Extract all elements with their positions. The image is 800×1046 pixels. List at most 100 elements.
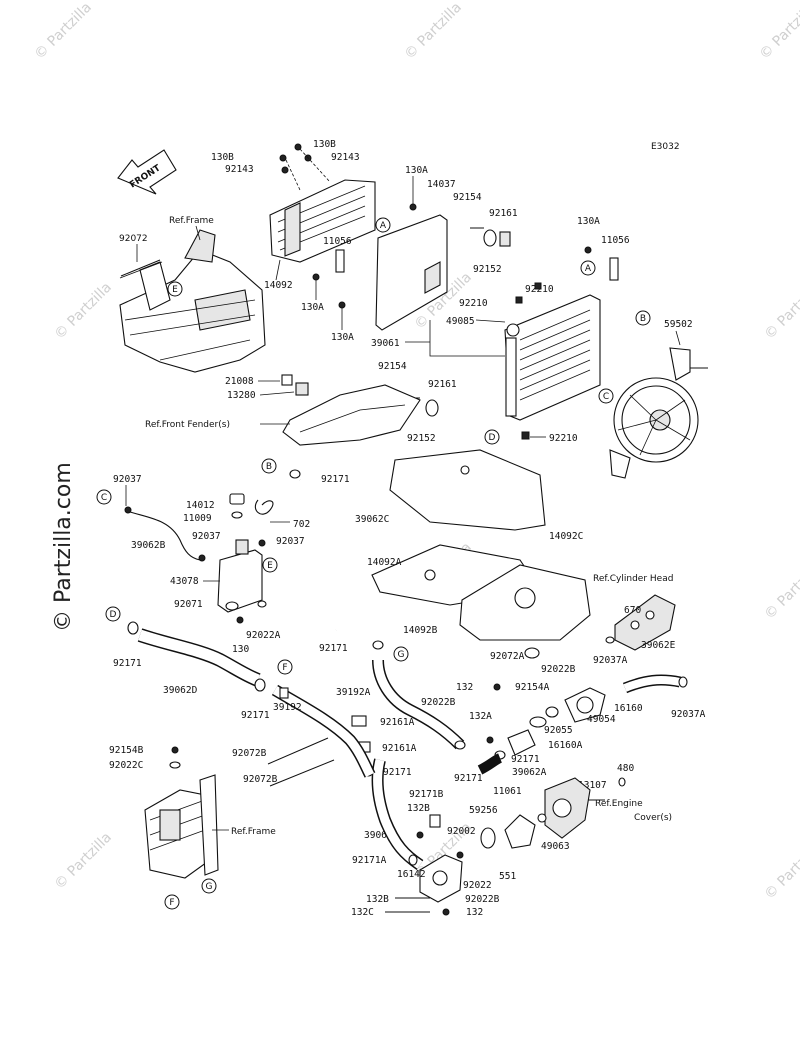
- label-39062C: 39062C: [355, 514, 389, 525]
- svg-text:F: F: [169, 898, 174, 908]
- label-13107: 13107: [578, 780, 607, 791]
- label-92171B: 92171B: [409, 789, 444, 800]
- label-92002: 92002: [447, 826, 476, 837]
- label-130B-1: 130B: [211, 152, 234, 163]
- label-39062A: 39062A: [512, 767, 547, 778]
- callout-F-1: F: [277, 659, 293, 675]
- label-92171-2: 92171: [113, 658, 142, 669]
- label-14092: 14092: [264, 280, 293, 291]
- label-59256: 59256: [469, 805, 498, 816]
- label-480: 480: [617, 763, 634, 774]
- label-92143-2: 92143: [331, 152, 360, 163]
- callout-C-2: C: [96, 489, 112, 505]
- cylinder-head: [614, 594, 676, 651]
- label-92072B-1: 92072B: [232, 748, 267, 759]
- label-14037: 14037: [427, 179, 456, 190]
- label-670: 670: [624, 605, 641, 616]
- label-92037-1: 92037: [113, 474, 142, 485]
- label-132A: 132A: [469, 711, 492, 722]
- label-92143-1: 92143: [225, 164, 254, 175]
- label-92171-8: 92171: [454, 773, 483, 784]
- label-14092A: 14092A: [367, 557, 402, 568]
- label-130A-1: 130A: [405, 165, 428, 176]
- label-92022B-2: 92022B: [421, 697, 456, 708]
- label-92022B-1: 92022B: [541, 664, 576, 675]
- label-92022A: 92022A: [246, 630, 281, 641]
- callout-A-1: A: [375, 217, 391, 233]
- svg-text:B: B: [266, 462, 272, 472]
- label-551: 551: [499, 871, 516, 882]
- label-14012: 14012: [186, 500, 215, 511]
- label-11056-2: 11056: [601, 235, 630, 246]
- svg-text:F: F: [282, 663, 287, 673]
- label-92072B-2: 92072B: [243, 774, 278, 785]
- callout-D-1: D: [484, 429, 500, 445]
- skid-plate-14092C: [389, 449, 546, 531]
- label-130A-3: 130A: [331, 332, 354, 343]
- callout-A-2: A: [580, 260, 596, 276]
- label-92171-6: 92171: [383, 767, 412, 778]
- watermark-layer: © Partzilla © Partzilla © Partzilla © Pa…: [32, 0, 800, 903]
- callout-E-1: E: [167, 281, 183, 297]
- callout-C-1: C: [598, 388, 614, 404]
- label-11056-1: 11056: [323, 236, 352, 247]
- label-39061: 39061: [371, 338, 400, 349]
- label-21008: 21008: [225, 376, 254, 387]
- label-92161-2: 92161: [428, 379, 457, 390]
- watermark-9: © Partzilla: [52, 829, 115, 892]
- label-92161-1: 92161: [489, 208, 518, 219]
- label-39192: 39192: [273, 702, 302, 713]
- watermark-11: © Partzilla: [762, 839, 800, 902]
- thermostat-housing-16160: [564, 687, 606, 723]
- label-92022B-3: 92022B: [465, 894, 500, 905]
- label-43078: 43078: [170, 576, 199, 587]
- ref-engine-cover-2: Cover(s): [634, 813, 672, 823]
- label-132-1: 132: [456, 682, 473, 693]
- engine-cover: [544, 777, 591, 839]
- label-92037A-2: 92037A: [671, 709, 706, 720]
- label-14092B: 14092B: [403, 625, 438, 636]
- watermark-2: © Partzilla: [402, 0, 465, 63]
- label-14092C: 14092C: [549, 531, 583, 542]
- thermostat-cover-16160A: [507, 729, 536, 756]
- watermark-4: © Partzilla: [52, 279, 115, 342]
- label-39192A: 39192A: [336, 687, 371, 698]
- label-92037-3: 92037: [276, 536, 305, 547]
- radiator-39061: [504, 294, 601, 421]
- label-92154-2: 92154: [378, 361, 407, 372]
- label-132B-2: 132B: [366, 894, 389, 905]
- front-arrow: FRONT: [117, 149, 177, 195]
- watermark-1: © Partzilla: [32, 0, 95, 63]
- svg-text:E: E: [267, 561, 273, 571]
- ref-engine-cover-1: Ref.Engine: [595, 799, 643, 809]
- label-16142: 16142: [397, 869, 426, 880]
- label-132: 132: [466, 907, 483, 918]
- label-130A-4: 130A: [577, 216, 600, 227]
- svg-text:C: C: [603, 392, 609, 402]
- label-92171-4: 92171: [319, 643, 348, 654]
- label-702: 702: [293, 519, 310, 530]
- callout-B-2: B: [261, 458, 277, 474]
- label-92037A-1: 92037A: [593, 655, 628, 666]
- svg-text:B: B: [640, 314, 646, 324]
- label-39062D: 39062D: [163, 685, 198, 696]
- label-92072: 92072: [119, 234, 148, 244]
- label-49063: 49063: [541, 841, 570, 852]
- callout-E-2: E: [262, 557, 278, 573]
- frame-bottom-assembly: [144, 774, 219, 879]
- label-92154A: 92154A: [515, 682, 550, 693]
- reservoir-43078: [217, 539, 263, 613]
- label-92071: 92071: [174, 599, 203, 610]
- ref-frame-bottom: Ref.Frame: [231, 827, 276, 837]
- label-132B-1: 132B: [407, 803, 430, 814]
- label-13280: 13280: [227, 390, 256, 401]
- label-92161A-2: 92161A: [382, 743, 417, 754]
- svg-text:E: E: [172, 285, 178, 295]
- label-16160A: 16160A: [548, 740, 583, 751]
- label-92210-3: 92210: [549, 433, 578, 444]
- label-92022C: 92022C: [109, 760, 143, 771]
- skid-plate-14092B: [459, 564, 591, 641]
- label-92171-1: 92171: [321, 474, 350, 485]
- label-16160: 16160: [614, 703, 643, 714]
